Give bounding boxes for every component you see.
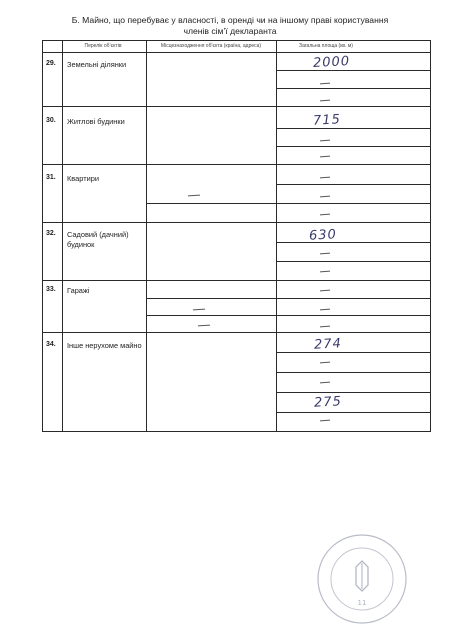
row-label-garages: Гаражі xyxy=(67,286,90,295)
handwritten-area-value: 630 xyxy=(308,227,338,244)
row-number: 31. xyxy=(46,174,56,181)
row-number: 30. xyxy=(46,117,56,124)
handwritten-area-value: 275 xyxy=(313,394,343,411)
column-header-location: Місцезнаходження об’єкта (країна, адреса… xyxy=(160,43,262,49)
row-number: 33. xyxy=(46,286,56,293)
handwritten-area-value: 274 xyxy=(313,336,343,353)
section-heading: Б. Майно, що перебуває у власності, в ор… xyxy=(0,15,460,37)
row-label-land: Земельні ділянки xyxy=(67,60,127,69)
heading-line-2: членів сім’ї декларанта xyxy=(183,26,277,36)
row-label-garden-house: Садовий (дачний) будинок xyxy=(67,230,129,249)
column-header-area: Загальна площа (кв. м) xyxy=(299,43,353,49)
seal-number: 11 xyxy=(358,599,367,607)
heading-line-1: Б. Майно, що перебуває у власності, в ор… xyxy=(71,15,389,25)
official-seal-stamp: 11 xyxy=(317,534,407,624)
row-label-apartments: Квартири xyxy=(67,174,99,183)
row-number: 29. xyxy=(46,60,56,67)
trident-emblem-icon xyxy=(355,560,369,592)
row-label-houses: Житлові будинки xyxy=(67,117,125,126)
property-table xyxy=(42,40,431,432)
handwritten-area-value: 715 xyxy=(312,112,342,129)
row-number: 34. xyxy=(46,341,56,348)
column-header-objects: Перелік об’єктів xyxy=(84,43,122,49)
handwritten-area-value: 2000 xyxy=(312,54,351,71)
row-label-other-property: Інше нерухоме майно xyxy=(67,341,142,350)
row-number: 32. xyxy=(46,230,56,237)
